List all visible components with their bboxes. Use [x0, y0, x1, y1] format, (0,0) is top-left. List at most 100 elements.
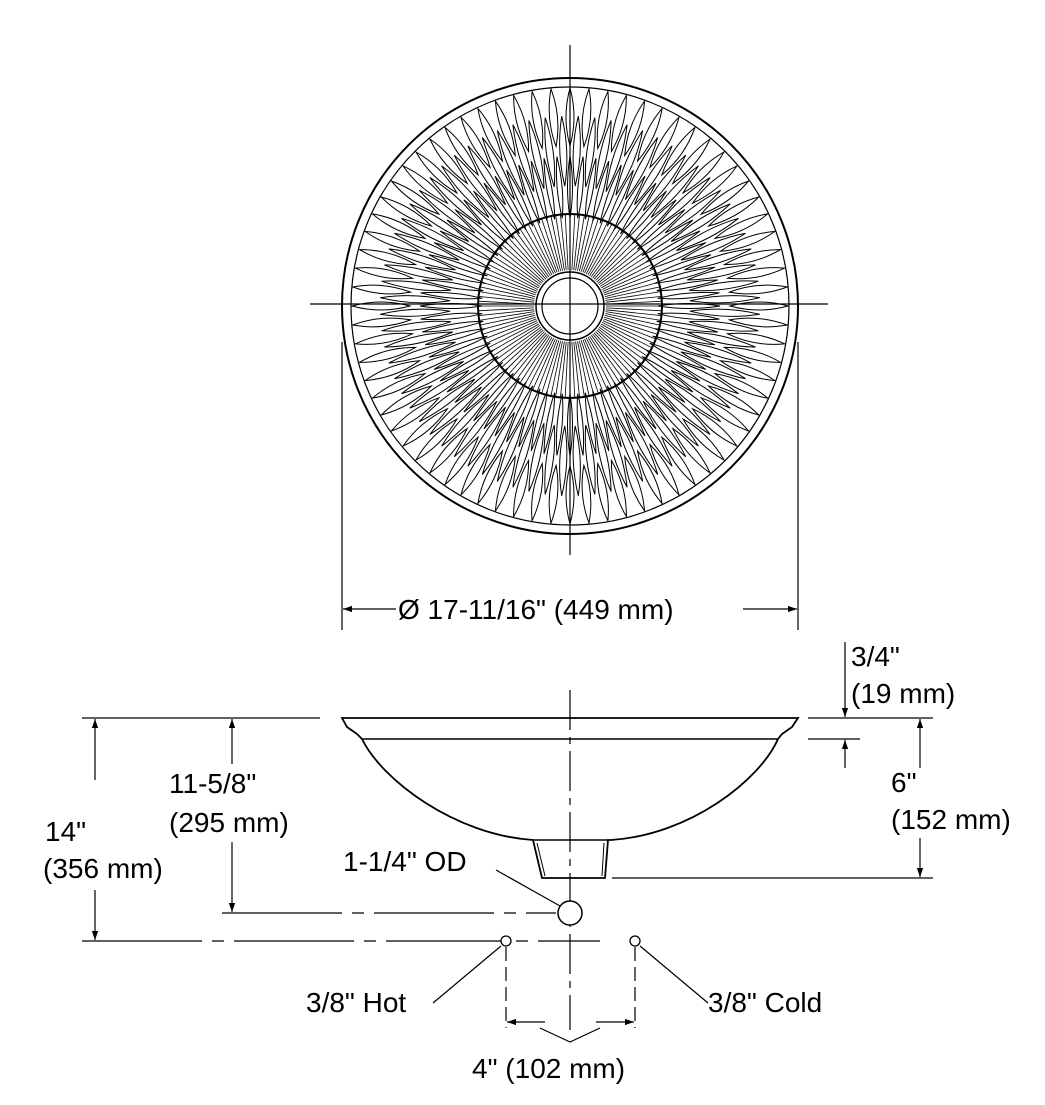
- pattern-ray: [571, 341, 576, 398]
- pattern-leaf: [381, 280, 452, 292]
- pattern-leaf: [658, 386, 711, 435]
- pattern-ray: [597, 247, 642, 284]
- pattern-ray: [595, 240, 636, 281]
- pattern-ray: [485, 320, 538, 344]
- pattern-leaf: [689, 308, 760, 317]
- pattern-ray: [479, 311, 535, 321]
- pattern-leaf: [722, 249, 783, 266]
- pattern-leaf: [706, 196, 761, 227]
- pattern-leaf: [494, 381, 527, 437]
- pattern-leaf: [429, 386, 482, 435]
- pattern-ray: [587, 337, 617, 386]
- pattern-ray: [523, 226, 553, 275]
- pattern-leaf: [624, 454, 646, 513]
- pattern-leaf: [439, 230, 495, 263]
- pattern-leaf: [626, 190, 667, 239]
- pattern-leaf: [518, 164, 541, 224]
- bowl-depth-imperial: 6": [889, 767, 919, 799]
- pattern-leaf: [379, 196, 434, 227]
- pattern-ray: [571, 214, 576, 271]
- pattern-ray: [589, 335, 621, 384]
- pattern-leaf: [433, 242, 491, 270]
- pattern-leaf: [384, 264, 454, 281]
- spacing-leader: [539, 1027, 601, 1043]
- pattern-leaf: [615, 130, 644, 196]
- pattern-leaf: [388, 341, 456, 364]
- pattern-leaf: [670, 370, 731, 409]
- pattern-ray: [603, 318, 657, 340]
- pattern-leaf: [620, 182, 657, 235]
- pattern-leaf: [684, 341, 752, 364]
- pattern-leaf: [699, 396, 751, 433]
- pattern-leaf: [548, 86, 559, 149]
- pattern-ray: [519, 228, 551, 277]
- pattern-leaf: [381, 320, 452, 332]
- pattern-leaf: [446, 356, 499, 393]
- pattern-leaf: [620, 377, 657, 430]
- pattern-leaf: [473, 373, 514, 422]
- pattern-ray: [564, 341, 569, 398]
- pattern-leaf: [592, 390, 610, 452]
- pattern-ray: [479, 313, 535, 326]
- pattern-ray: [541, 218, 560, 272]
- pattern-leaf: [576, 393, 585, 456]
- pattern-ray: [532, 221, 556, 274]
- pattern-ray: [584, 221, 608, 274]
- pattern-leaf: [409, 203, 470, 242]
- pattern-leaf: [718, 360, 777, 382]
- pattern-leaf: [610, 458, 627, 519]
- pattern-ray: [593, 237, 632, 280]
- pattern-leaf: [584, 424, 596, 495]
- supply-spacing-label: 4" (102 mm): [472, 1053, 626, 1084]
- pattern-leaf: [483, 182, 520, 235]
- pattern-leaf: [414, 150, 459, 195]
- pattern-leaf: [401, 407, 449, 448]
- pattern-leaf: [650, 394, 699, 447]
- pattern-leaf: [606, 385, 634, 443]
- pattern-leaf: [637, 209, 686, 250]
- pattern-leaf: [454, 209, 503, 250]
- pattern-ray: [479, 291, 535, 301]
- pattern-leaf: [727, 317, 790, 328]
- pattern-leaf: [649, 242, 707, 270]
- hot-leader: [432, 945, 502, 1004]
- pattern-leaf: [401, 360, 464, 395]
- pattern-ray: [601, 263, 653, 291]
- pattern-leaf: [654, 266, 716, 284]
- pattern-leaf: [433, 342, 491, 370]
- pattern-leaf: [631, 367, 677, 413]
- pattern-ray: [597, 328, 642, 365]
- pattern-ray: [504, 331, 545, 372]
- pattern-leaf: [494, 175, 527, 231]
- pattern-ray: [501, 329, 544, 368]
- pattern-ray: [483, 272, 537, 294]
- pattern-leaf: [595, 120, 612, 190]
- pattern-leaf: [353, 267, 415, 280]
- pattern-ray: [605, 291, 661, 301]
- pattern-leaf: [656, 320, 718, 333]
- cold-leader: [639, 945, 709, 1004]
- pattern-leaf: [528, 120, 545, 190]
- pattern-ray: [605, 286, 661, 299]
- pattern-ray: [596, 329, 639, 368]
- pattern-leaf: [512, 124, 535, 192]
- pattern-leaf: [613, 175, 646, 231]
- pattern-ray: [585, 337, 613, 389]
- pattern-ray: [592, 333, 629, 378]
- pattern-ray: [498, 328, 543, 365]
- pattern-ray: [560, 214, 567, 271]
- pattern-leaf: [649, 342, 707, 370]
- pattern-leaf: [645, 230, 701, 263]
- pattern-leaf: [441, 394, 490, 447]
- pattern-leaf: [624, 99, 646, 158]
- pattern-ray: [573, 341, 580, 398]
- pattern-leaf: [680, 232, 746, 261]
- pattern-ray: [575, 341, 585, 397]
- pattern-ray: [545, 340, 562, 396]
- pattern-leaf: [389, 179, 441, 216]
- pattern-leaf: [418, 378, 476, 423]
- radial-leaf-pattern: [350, 86, 790, 526]
- pattern-leaf: [424, 266, 486, 284]
- pattern-leaf: [718, 230, 777, 252]
- pattern-leaf: [394, 351, 460, 380]
